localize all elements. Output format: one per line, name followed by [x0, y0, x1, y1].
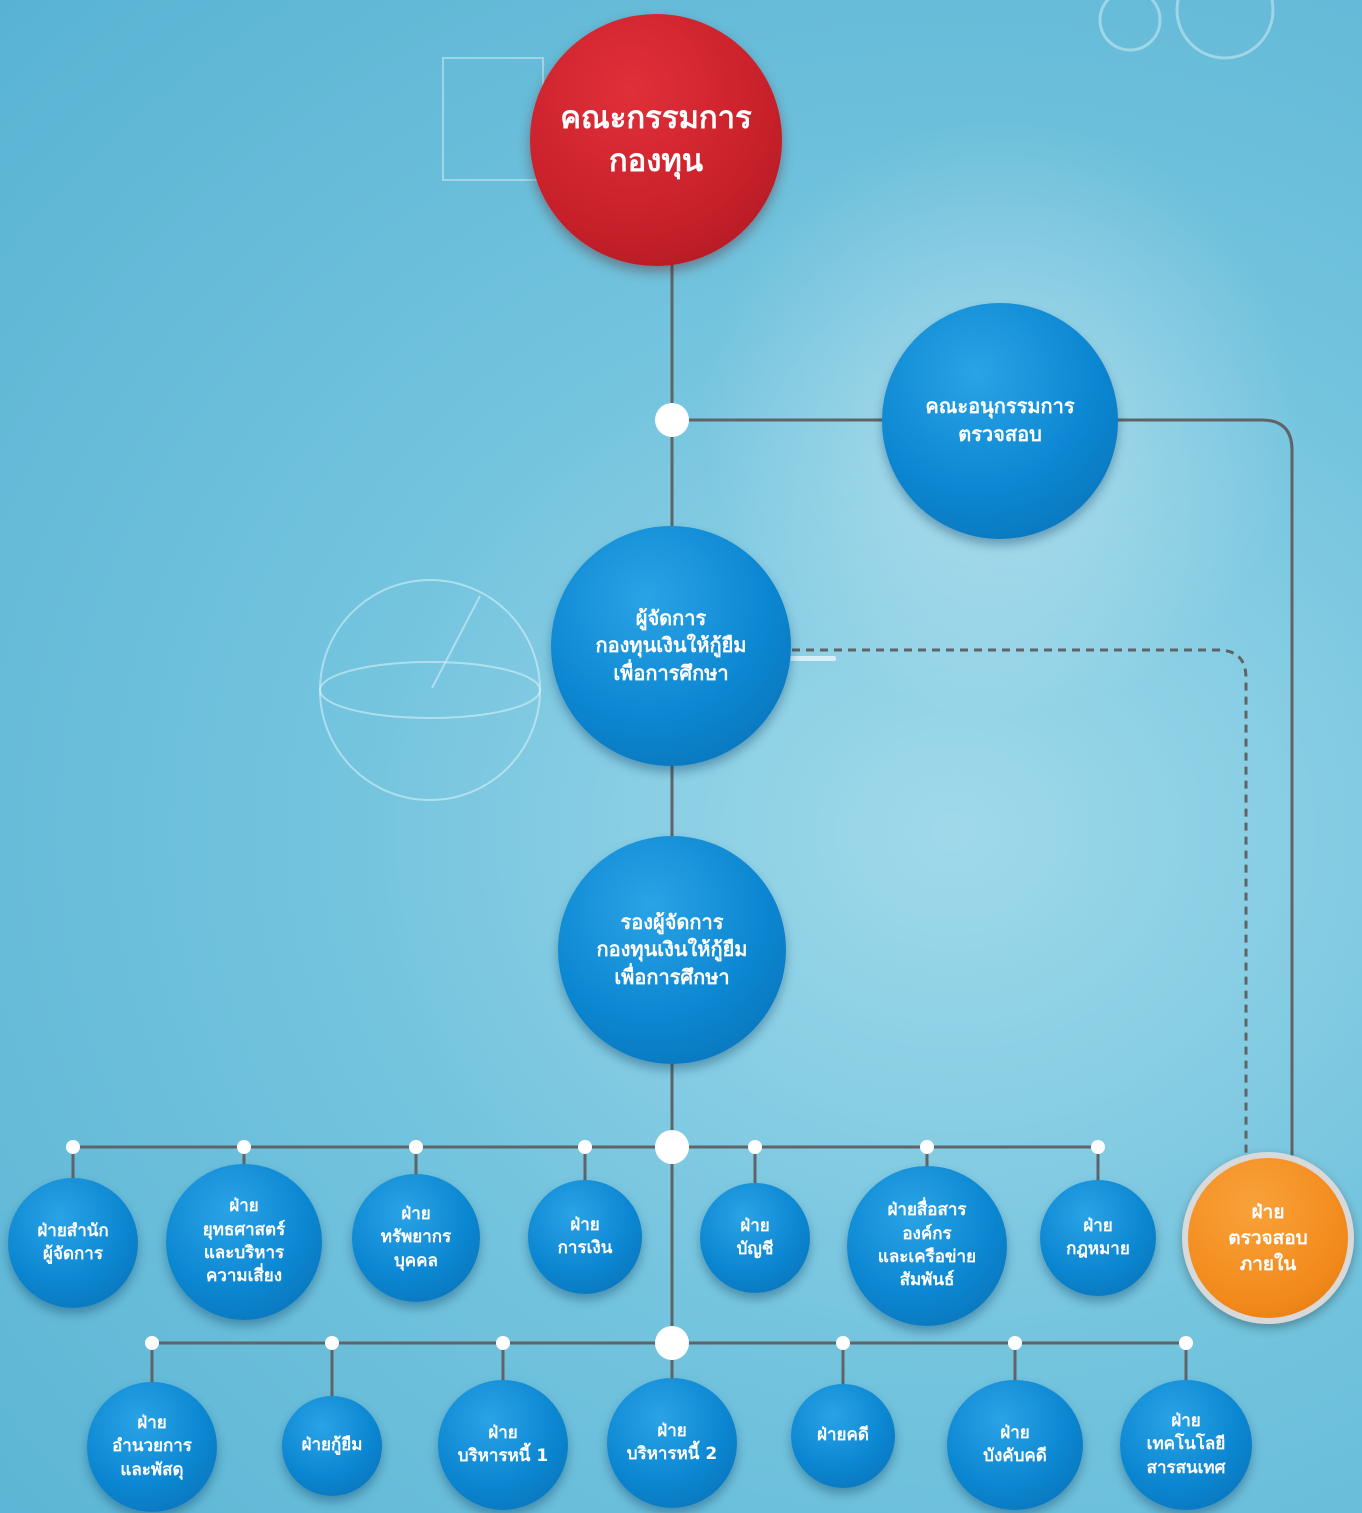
department-label: ฝ่าย บริหารหนี้ 1 — [457, 1422, 549, 1466]
internal-audit-label: ฝ่าย ตรวจสอบ ภายใน — [1228, 1200, 1308, 1276]
junction-dot — [1008, 1336, 1022, 1350]
department-label: ฝ่าย กฎหมาย — [1066, 1215, 1130, 1259]
junction-dot — [1179, 1336, 1193, 1350]
junction-dot — [237, 1140, 251, 1154]
manager-node: ผู้จัดการ กองทุนเงินให้กู้ยืม เพื่อการศึ… — [551, 526, 791, 766]
junction-dot — [496, 1336, 510, 1350]
department-node-row2: ฝ่าย อำนวยการ และพัสดุ — [87, 1382, 217, 1512]
department-label: ฝ่าย บังคับคดี — [983, 1422, 1047, 1466]
junction-dot-row2-hub — [655, 1326, 689, 1360]
background-decoration — [319, 0, 1300, 801]
deputy-manager-node: รองผู้จัดการ กองทุนเงินให้กู้ยืม เพื่อกา… — [558, 836, 786, 1064]
department-node-row1: ฝ่าย ยุทธศาสตร์ และบริหาร ความเสี่ยง — [166, 1164, 322, 1320]
internal-audit-node: ฝ่าย ตรวจสอบ ภายใน — [1182, 1152, 1354, 1324]
department-node-row2: ฝ่าย เทคโนโลยี สารสนเทศ — [1120, 1380, 1252, 1510]
junction-dot — [145, 1336, 159, 1350]
junction-dot — [409, 1140, 423, 1154]
department-node-row1: ฝ่าย กฎหมาย — [1040, 1180, 1156, 1296]
department-node-row2: ฝ่ายคดี — [791, 1384, 895, 1488]
junction-dot — [920, 1140, 934, 1154]
department-node-row2: ฝ่าย บริหารหนี้ 1 — [438, 1380, 568, 1510]
department-node-row1: ฝ่าย ทรัพยากร บุคคล — [352, 1174, 480, 1302]
department-label: ฝ่าย ทรัพยากร บุคคล — [380, 1203, 452, 1271]
deputy-manager-label: รองผู้จัดการ กองทุนเงินให้กู้ยืม เพื่อกา… — [596, 909, 748, 989]
department-node-row1: ฝ่าย บัญชี — [700, 1183, 810, 1293]
department-node-row1: ฝ่ายสื่อสาร องค์กร และเครือข่าย สัมพันธ์ — [847, 1166, 1007, 1326]
department-node-row2: ฝ่าย บังคับคดี — [947, 1380, 1083, 1510]
department-label: ฝ่าย เทคโนโลยี สารสนเทศ — [1146, 1410, 1226, 1478]
department-label: ฝ่าย การเงิน — [557, 1214, 613, 1258]
audit-committee-node: คณะอนุกรรมการ ตรวจสอบ — [882, 303, 1118, 539]
junction-dot — [1091, 1140, 1105, 1154]
board-node: คณะกรรมการ กองทุน — [530, 14, 782, 266]
department-node-row1: ฝ่ายสำนัก ผู้จัดการ — [8, 1178, 138, 1308]
department-label: ฝ่าย บริหารหนี้ 2 — [626, 1420, 718, 1464]
junction-dot-main — [655, 403, 689, 437]
board-label: คณะกรรมการ กองทุน — [560, 100, 752, 179]
department-label: ฝ่ายกู้ยืม — [301, 1435, 363, 1456]
junction-dot — [836, 1336, 850, 1350]
department-label: ฝ่าย ยุทธศาสตร์ และบริหาร ความเสี่ยง — [202, 1196, 286, 1287]
department-label: ฝ่ายสำนัก ผู้จัดการ — [37, 1220, 109, 1264]
manager-label: ผู้จัดการ กองทุนเงินให้กู้ยืม เพื่อการศึ… — [595, 605, 747, 685]
audit-committee-label: คณะอนุกรรมการ ตรวจสอบ — [925, 394, 1075, 446]
junction-dot — [748, 1140, 762, 1154]
junction-dot-row1-hub — [655, 1130, 689, 1164]
junction-dot — [325, 1336, 339, 1350]
department-label: ฝ่ายสื่อสาร องค์กร และเครือข่าย สัมพันธ์ — [877, 1200, 977, 1291]
department-node-row1: ฝ่าย การเงิน — [528, 1180, 642, 1294]
junction-dot — [578, 1140, 592, 1154]
department-label: ฝ่ายคดี — [817, 1425, 869, 1446]
department-label: ฝ่าย บัญชี — [736, 1215, 774, 1259]
junction-dot — [66, 1140, 80, 1154]
department-node-row2: ฝ่ายกู้ยืม — [282, 1396, 382, 1496]
department-node-row2: ฝ่าย บริหารหนี้ 2 — [607, 1378, 737, 1508]
department-label: ฝ่าย อำนวยการ และพัสดุ — [112, 1412, 192, 1480]
